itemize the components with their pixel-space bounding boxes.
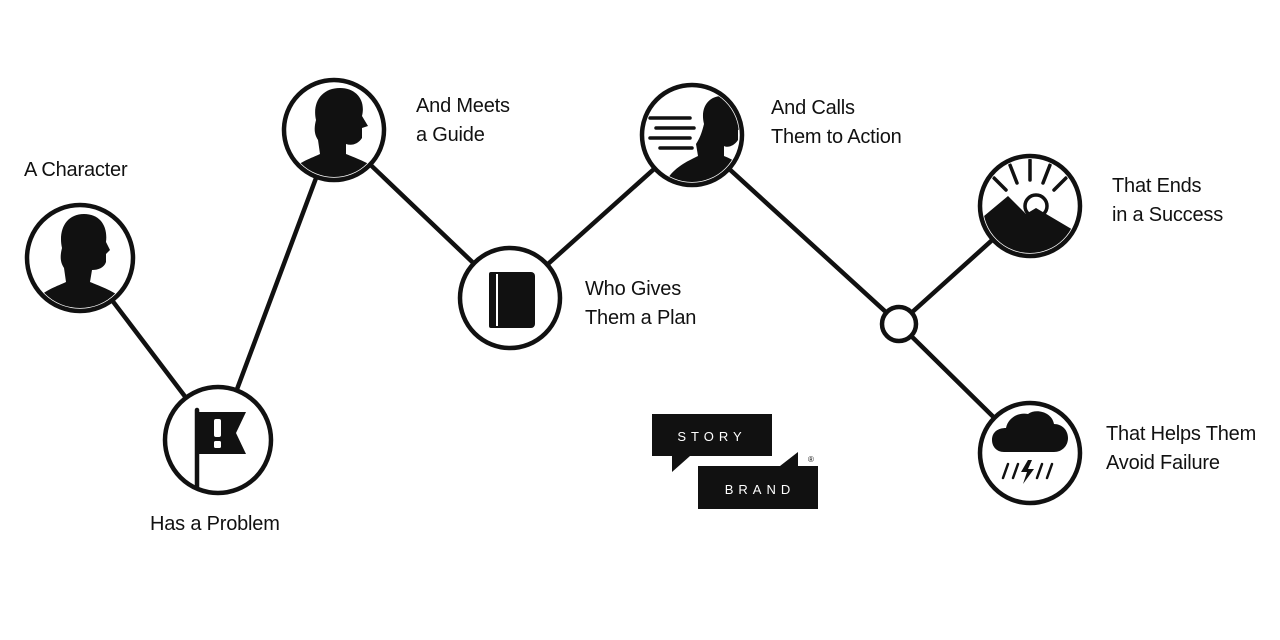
storybrand-logo: STORY BRAND ® [652,414,818,509]
logo-brand-text: BRAND [725,482,796,497]
action-node [639,82,745,188]
character-node [24,202,136,314]
failure-node [977,400,1083,506]
action-label: And Calls Them to Action [771,97,902,148]
plan-node [457,245,563,351]
logo-story-text: STORY [677,429,746,444]
guide-node [281,77,387,183]
plan-label: Who Gives Them a Plan [585,278,697,329]
success-label: That Ends in a Success [1112,175,1223,226]
person-silhouette-icon [36,214,124,308]
book-icon [489,272,535,328]
storm-cloud-icon [992,411,1068,484]
problem-label: Has a Problem [150,513,280,535]
success-node [977,153,1083,259]
problem-node [162,384,274,496]
flag-exclamation-icon [194,407,246,491]
guide-silhouette-icon [290,88,380,177]
junction-node [879,304,919,344]
failure-label: That Helps Them Avoid Failure [1106,423,1257,474]
guide-label: And Meets a Guide [416,95,510,146]
registered-mark: ® [808,455,814,464]
character-label: A Character [24,159,128,181]
